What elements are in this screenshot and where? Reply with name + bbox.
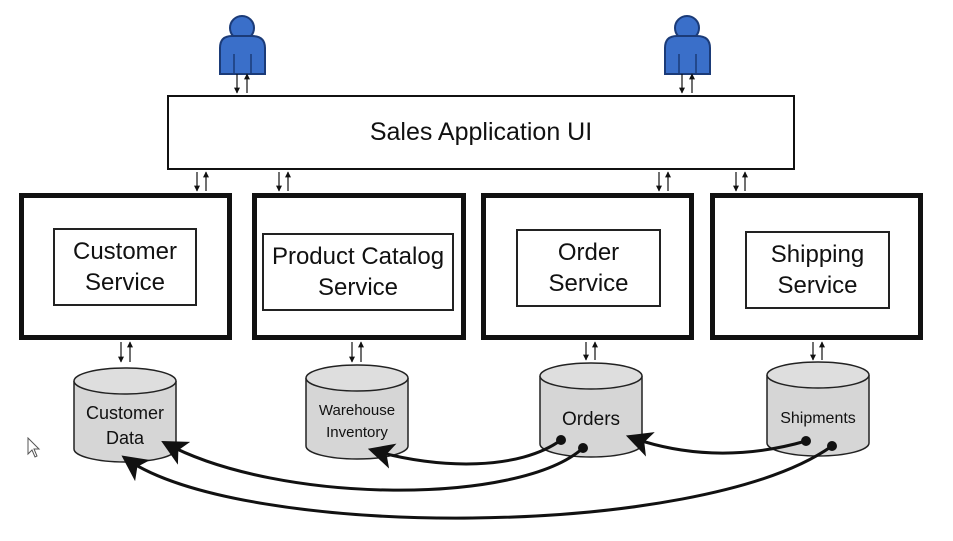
shipments-db-label: Shipments <box>780 410 856 427</box>
sales-application-ui-label: Sales Application UI <box>369 118 593 146</box>
shipping-service-container: Shipping Service <box>710 193 923 340</box>
product-catalog-service-box: Product Catalog Service <box>262 233 454 311</box>
shipping-service-box: Shipping Service <box>745 231 890 309</box>
customer-service-container: Customer Service <box>19 193 232 340</box>
database-icon <box>305 364 409 460</box>
user-icon <box>664 15 711 75</box>
order-service-label: Order Service <box>548 238 629 297</box>
database-icon <box>539 362 643 458</box>
user-icon <box>219 15 266 75</box>
flow-origin-dots <box>556 435 837 453</box>
warehouse-inventory-db-label: Warehouse Inventory <box>318 402 396 441</box>
order-service-container: Order Service <box>481 193 694 340</box>
mouse-cursor-icon <box>27 437 41 458</box>
connector-arrows <box>118 73 825 363</box>
orders-db-label: Orders <box>561 409 621 430</box>
sales-application-ui-box: Sales Application UI <box>167 95 795 170</box>
database-icon <box>766 361 870 457</box>
product-catalog-service-container: Product Catalog Service <box>252 193 466 340</box>
data-flow-arrows <box>121 432 833 520</box>
customer-data-db-label: Customer Data <box>85 402 165 448</box>
product-catalog-service-label: Product Catalog Service <box>271 242 445 301</box>
customer-service-box: Customer Service <box>53 228 197 306</box>
shipping-service-label: Shipping Service <box>770 240 865 299</box>
order-service-box: Order Service <box>516 229 661 307</box>
customer-service-label: Customer Service <box>72 237 178 296</box>
